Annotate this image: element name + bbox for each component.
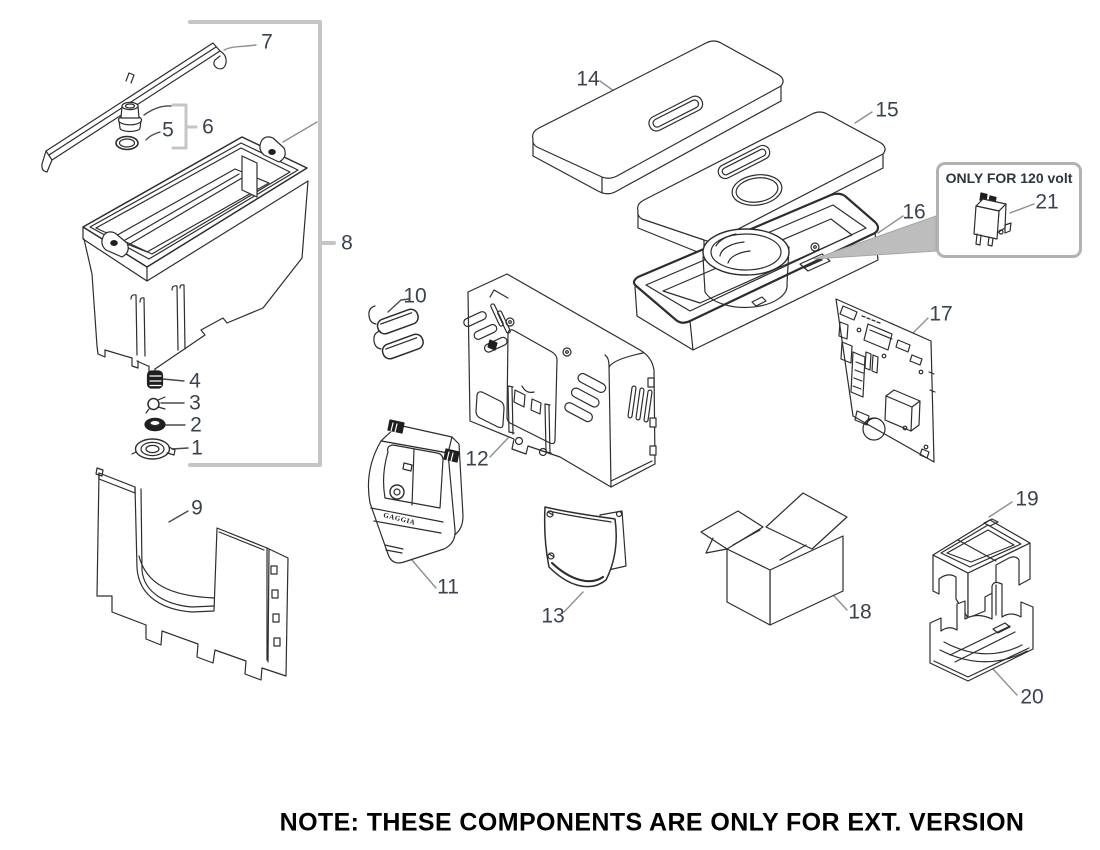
part-14-lid-drawing (532, 40, 784, 195)
part-16-tray-drawing (632, 192, 880, 351)
part-12-housing-drawing (463, 273, 657, 488)
callout-9: 9 (191, 496, 203, 520)
part-9-panel-drawing (95, 467, 289, 681)
callout-leaders (143, 44, 1035, 696)
part-11-door-drawing (367, 419, 464, 564)
callout-6: 6 (202, 115, 214, 139)
part-7-drawing (41, 42, 227, 173)
callout-4: 4 (189, 369, 201, 393)
callout-5: 5 (162, 118, 174, 142)
part-19-foam-drawing (932, 518, 1031, 619)
part-4-drawing (146, 370, 164, 389)
part-18-box-drawing (700, 492, 848, 626)
part-8-tank-drawing (82, 136, 309, 376)
inset-120v-box: ONLY FOR 120 volt (936, 162, 1082, 258)
part-3-drawing (145, 396, 166, 414)
callout-18: 18 (848, 600, 872, 624)
part-5-oring-drawing (115, 135, 139, 151)
callout-21: 21 (1035, 190, 1059, 214)
callout-10: 10 (403, 284, 427, 308)
callout-7: 7 (261, 30, 273, 54)
part-2-drawing (144, 417, 166, 432)
part-17-pcb-drawing (835, 298, 936, 463)
part-20-foam-drawing (929, 581, 1034, 682)
callout-17: 17 (929, 302, 953, 326)
callout-20: 20 (1020, 685, 1044, 709)
inset-pointer-arrow (813, 215, 937, 260)
diagram-note: NOTE: THESE COMPONENTS ARE ONLY FOR EXT.… (279, 808, 1025, 837)
callout-13: 13 (541, 604, 565, 628)
part-13-panel-drawing (543, 506, 627, 588)
inset-120v-label: ONLY FOR 120 volt (945, 170, 1073, 186)
callout-15: 15 (875, 98, 899, 122)
callout-12: 12 (465, 447, 489, 471)
callout-1: 1 (191, 436, 203, 460)
group-bracket-part-6 (171, 103, 198, 150)
part-21-relay-drawing (973, 192, 1012, 247)
callout-2: 2 (190, 413, 202, 437)
callout-19: 19 (1015, 487, 1039, 511)
callout-16: 16 (902, 200, 926, 224)
part-1-drawing (131, 438, 176, 460)
callout-3: 3 (189, 391, 201, 415)
callout-8: 8 (341, 231, 353, 255)
callout-11: 11 (437, 575, 459, 599)
callout-14: 14 (576, 67, 600, 91)
part-6-plug-drawing (117, 101, 143, 133)
part-10-bumpers-drawing (368, 305, 424, 360)
group-bracket-part-8 (188, 20, 336, 467)
